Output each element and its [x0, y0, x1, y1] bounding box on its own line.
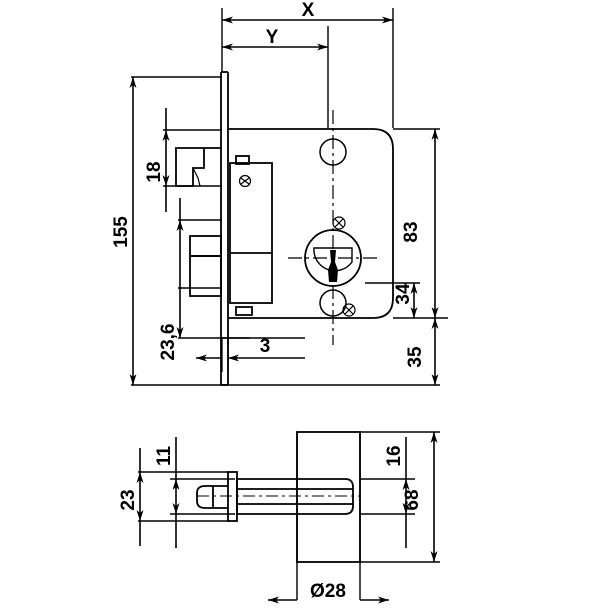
lock-case-outline	[228, 128, 394, 319]
label-dimension-34: 34	[393, 283, 414, 305]
faceplate-outline	[220, 71, 229, 386]
label-dimension-y: Y	[266, 27, 279, 48]
latch-bolt-head	[175, 147, 221, 187]
plan-lock-body	[236, 478, 354, 515]
screw-icon-lower	[342, 303, 356, 317]
fixing-hole-lower	[319, 289, 347, 317]
dead-bolt-throw	[189, 235, 222, 297]
screw-icon-mechanism	[238, 174, 252, 188]
label-dimension-35: 35	[405, 346, 426, 368]
label-dimension-18: 18	[144, 161, 165, 182]
label-dimension-16: 16	[384, 445, 405, 466]
label-dimension-11: 11	[154, 446, 175, 467]
label-dimension-x: X	[302, 0, 315, 21]
fixing-hole-upper	[319, 138, 347, 166]
label-dimension-3: 3	[260, 336, 271, 357]
label-dimension-68: 68	[402, 489, 423, 510]
plan-case-block	[296, 431, 361, 563]
label-dimension-83: 83	[401, 221, 422, 242]
label-dimension-23-6: 23,6	[158, 324, 179, 361]
screw-icon-upper	[332, 216, 346, 230]
label-dimension-23: 23	[118, 489, 139, 510]
lock-mechanism-block	[229, 155, 273, 316]
keyway-profile	[328, 250, 338, 282]
plan-bolt-nose	[196, 485, 228, 509]
dimension-3	[196, 338, 305, 372]
label-dimension-diameter-28: Ø28	[310, 581, 346, 602]
label-dimension-155: 155	[111, 216, 132, 248]
